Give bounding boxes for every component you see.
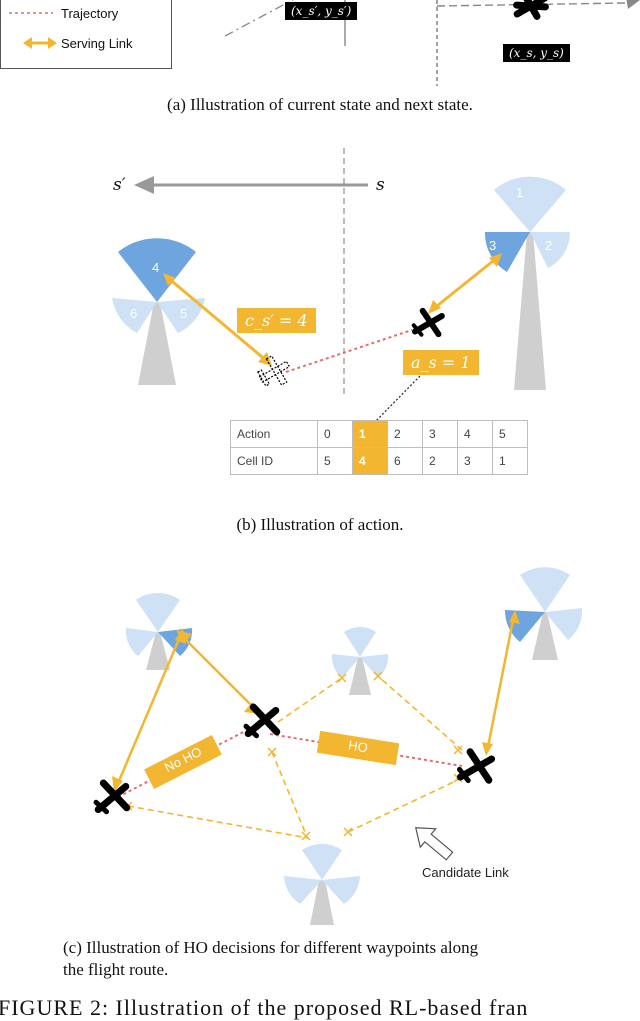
uav-1-icon xyxy=(93,779,131,815)
action-table: Action 0 1 2 3 4 5 Cell ID 5 4 6 2 3 1 xyxy=(230,420,528,475)
axis-current-state: s xyxy=(376,175,385,195)
uav-icon xyxy=(513,0,549,20)
ho-bar xyxy=(316,730,400,766)
serving-link-c-2 xyxy=(181,635,257,711)
table-cell: 5 xyxy=(317,447,353,475)
legend-box: Trajectory Serving Link xyxy=(0,0,172,69)
link-cell-3 xyxy=(431,255,499,312)
trajectory-dash-icon xyxy=(9,12,53,14)
legend-trajectory-label: Trajectory xyxy=(61,5,119,21)
caption-a: (a) Illustration of current state and ne… xyxy=(167,95,473,114)
next-state-pos-tag: (x_s′, y_s′) xyxy=(285,2,358,20)
trajectory-c-1 xyxy=(117,725,256,798)
sector-5 xyxy=(157,298,205,333)
candidate-links xyxy=(127,677,463,839)
table-cell: 4 xyxy=(457,420,493,448)
table-cell: 2 xyxy=(422,447,458,475)
uav-3-icon xyxy=(456,748,496,784)
panel-b-graphic xyxy=(112,148,571,432)
table-cell: 5 xyxy=(492,420,528,448)
current-trajectory-line xyxy=(436,2,626,7)
serving-link-arrow-icon xyxy=(23,37,57,49)
table-row: Action 0 1 2 3 4 5 xyxy=(230,420,528,448)
serving-link-c-1 xyxy=(114,631,184,789)
candidate-link-arrow-icon xyxy=(414,827,454,861)
table-cell: 6 xyxy=(387,447,423,475)
table-cell: 0 xyxy=(317,420,353,448)
row-header-cell-id: Cell ID xyxy=(230,447,318,475)
table-row: Cell ID 5 4 6 2 3 1 xyxy=(230,447,528,475)
panel-c-graphic xyxy=(93,567,583,925)
serving-link-c-3 xyxy=(485,614,516,753)
table-cell: 1 xyxy=(492,447,528,475)
next-cell-label: c_s′ = 4 xyxy=(237,308,316,333)
link-cell-4 xyxy=(166,275,269,364)
base-station-c xyxy=(504,567,583,660)
legend-serving-link: Serving Link xyxy=(1,34,133,52)
current-state-pos-tag: (x_s, y_s) xyxy=(503,44,570,62)
legend-serving-link-label: Serving Link xyxy=(61,35,133,51)
cell-label-5: 5 xyxy=(180,306,188,321)
tower-right xyxy=(514,232,546,390)
sector-1 xyxy=(494,176,566,232)
axis-next-state: s′ xyxy=(113,175,126,195)
uav-2-icon xyxy=(243,703,281,739)
cell-label-1: 1 xyxy=(516,185,524,200)
cell-label-4: 4 xyxy=(152,260,160,275)
trajectory-b xyxy=(285,329,413,373)
uav-next-icon xyxy=(257,355,291,387)
base-station-left xyxy=(112,238,205,385)
no-ho-bar xyxy=(144,734,222,790)
table-cell: 3 xyxy=(422,420,458,448)
uav-current-icon xyxy=(411,307,445,338)
base-station-d xyxy=(284,843,360,925)
table-cell-selected: 1 xyxy=(352,420,388,448)
base-station-b xyxy=(331,626,389,695)
legend-trajectory: Trajectory xyxy=(1,4,118,22)
figure-caption: FIGURE 2: Illustration of the proposed R… xyxy=(0,995,529,1020)
panel-a-graphic xyxy=(224,0,640,86)
sector-4 xyxy=(118,238,196,302)
action-pointer xyxy=(371,375,421,426)
cell-label-2: 2 xyxy=(545,238,553,253)
caption-b: (b) Illustration of action. xyxy=(236,515,404,534)
candidate-link-label: Candidate Link xyxy=(422,865,509,880)
table-cell: 2 xyxy=(387,420,423,448)
cell-label-3: 3 xyxy=(489,238,497,253)
table-cell: 3 xyxy=(457,447,493,475)
table-cell-selected: 4 xyxy=(352,447,388,475)
sector-6 xyxy=(112,298,157,333)
cell-label-6: 6 xyxy=(130,306,138,321)
action-label: a_s = 1 xyxy=(403,350,479,375)
row-header-action: Action xyxy=(230,420,318,448)
base-station-right xyxy=(484,176,571,390)
tower-left xyxy=(138,302,176,385)
caption-c-line2: the flight route. xyxy=(63,960,169,979)
sector-2 xyxy=(530,232,571,268)
caption-c-line1: (c) Illustration of HO decisions for dif… xyxy=(63,938,479,957)
